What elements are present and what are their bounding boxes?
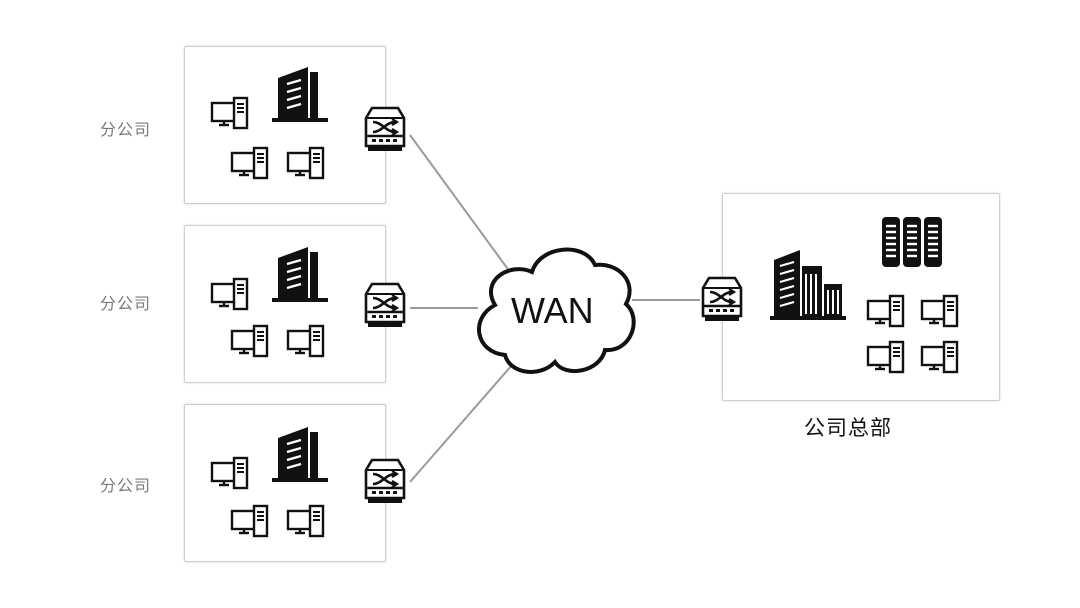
computer-icon xyxy=(866,340,905,374)
office-building-icon xyxy=(272,425,328,482)
computer-icon xyxy=(920,340,959,374)
computer-icon xyxy=(286,324,325,358)
computer-icon xyxy=(866,294,905,328)
computer-icon xyxy=(920,294,959,328)
branch-3-label: 分公司 xyxy=(100,476,152,495)
network-switch-icon xyxy=(364,458,406,505)
branch-3-devices xyxy=(210,425,406,538)
computer-icon xyxy=(210,96,249,130)
network-switch-icon xyxy=(364,282,406,329)
branch-3-box xyxy=(184,404,386,562)
cloud-label: WAN xyxy=(511,290,594,331)
network-switch-icon xyxy=(701,276,743,323)
office-building-icon xyxy=(272,65,328,122)
computer-icon xyxy=(286,146,325,180)
headquarters-devices xyxy=(701,216,959,374)
cloud-icon xyxy=(477,247,636,374)
headquarters-building-icon xyxy=(770,249,846,320)
computer-icon xyxy=(286,504,325,538)
branch-2-box xyxy=(184,225,386,383)
branch-2-label: 分公司 xyxy=(100,294,152,313)
computer-icon xyxy=(230,504,269,538)
computer-icon xyxy=(210,456,249,490)
office-building-icon xyxy=(272,245,328,302)
server-rack-icon xyxy=(881,216,943,268)
link-branch-1 xyxy=(409,134,511,273)
branch-2-devices xyxy=(210,245,406,358)
headquarters-label: 公司总部 xyxy=(804,416,892,440)
computer-icon xyxy=(230,324,269,358)
network-switch-icon xyxy=(364,106,406,153)
branch-1-devices xyxy=(210,65,406,180)
link-branch-3 xyxy=(409,364,513,483)
computer-icon xyxy=(230,146,269,180)
computer-icon xyxy=(210,277,249,311)
branch-1-label: 分公司 xyxy=(100,120,152,139)
